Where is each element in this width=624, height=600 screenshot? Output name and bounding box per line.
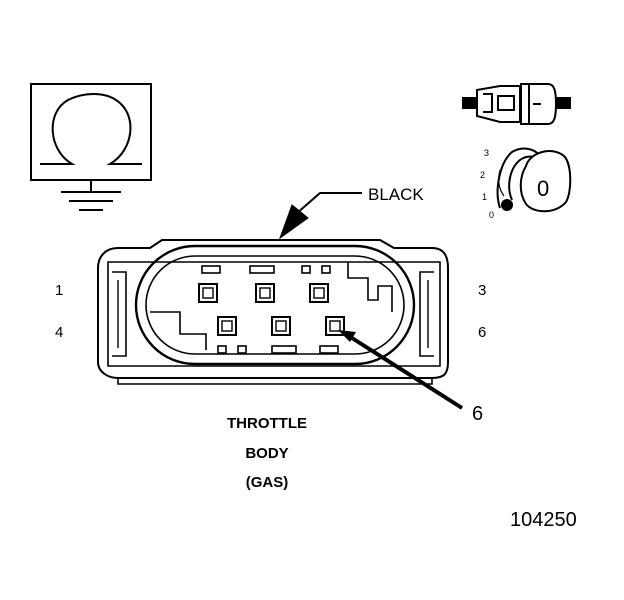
pin-label-6: 6 bbox=[478, 324, 487, 341]
rotary-switch-icon bbox=[496, 147, 572, 213]
black-wire-pointer bbox=[278, 192, 362, 240]
connector-body bbox=[97, 239, 449, 385]
switch-scale-1: 1 bbox=[482, 192, 488, 202]
ground-icon bbox=[61, 180, 121, 211]
pin-cavity-4 bbox=[217, 316, 237, 336]
pin-cavity-6 bbox=[325, 316, 345, 336]
connector-test-lead-icon bbox=[462, 83, 571, 125]
terminal-cavities bbox=[198, 283, 345, 336]
callout-pin-number: 6 bbox=[472, 403, 484, 425]
connector-face bbox=[134, 244, 416, 366]
caption-line-1: THROTTLE bbox=[227, 415, 307, 432]
caption-line-3: (GAS) bbox=[245, 474, 289, 491]
pin-label-1: 1 bbox=[55, 282, 64, 299]
figure-number: 104250 bbox=[510, 509, 577, 531]
switch-scale-0: 0 bbox=[489, 210, 495, 220]
pin-cavity-2 bbox=[255, 283, 275, 303]
pin-cavity-3 bbox=[309, 283, 329, 303]
switch-knob-value: 0 bbox=[537, 176, 550, 201]
switch-scale-2: 2 bbox=[480, 170, 486, 180]
pin-label-3: 3 bbox=[478, 282, 487, 299]
pin-label-4: 4 bbox=[55, 324, 64, 341]
ohmmeter-symbol-icon bbox=[30, 83, 152, 181]
connector-slots bbox=[201, 265, 339, 354]
pin-cavity-5 bbox=[271, 316, 291, 336]
switch-scale-3: 3 bbox=[484, 148, 490, 158]
wire-color-label: BLACK bbox=[368, 185, 424, 204]
caption-line-2: BODY bbox=[245, 445, 289, 462]
pin-6-callout-leader bbox=[338, 330, 464, 410]
pin-cavity-1 bbox=[198, 283, 218, 303]
